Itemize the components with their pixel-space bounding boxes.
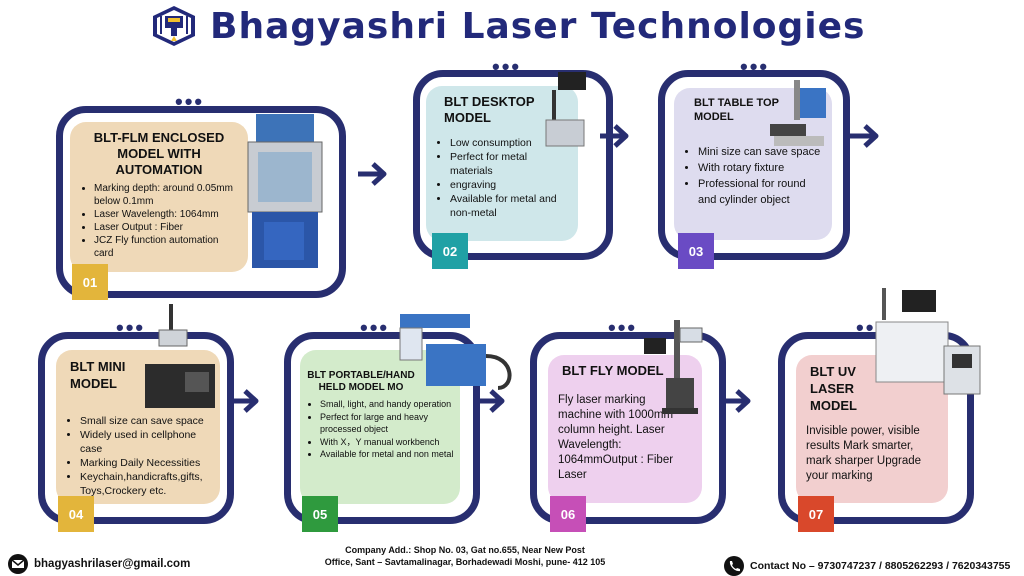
footer-address: Company Add.: Shop No. 03, Gat no.655, N…: [300, 544, 630, 568]
feature-item: With X，Y manual workbench: [320, 436, 454, 449]
product-title: BLT DESKTOP MODEL: [444, 94, 535, 125]
product-title: BLT-FLM ENCLOSED MODEL WITH AUTOMATION: [93, 130, 225, 177]
fly-machine-image: [644, 320, 703, 414]
feature-item: Perfect for large and heavy processed ob…: [320, 411, 454, 436]
product-title: BLT UV LASER MODEL: [810, 364, 857, 413]
feature-item: engraving: [450, 178, 568, 192]
desktop-machine-image: [545, 72, 586, 147]
handheld-machine-image: [399, 314, 512, 390]
feature-item: Low consumption: [450, 136, 568, 150]
dots-decoration: •••: [360, 315, 390, 340]
number-badge: 02: [432, 233, 468, 269]
email-link[interactable]: bhagyashrilaser@gmail.com: [34, 558, 191, 570]
feature-item: Available for metal and non metal: [320, 448, 454, 461]
feature-item: Keychain,handicrafts,gifts, Toys,Crocker…: [80, 470, 210, 498]
number-badge: 03: [678, 233, 714, 269]
feature-item: [94, 260, 238, 273]
header: Bhagyashri Laser Technologies: [150, 2, 865, 50]
product-panel: BLT FLY MODEL Fly laser marking machine …: [548, 355, 702, 503]
mail-icon: [8, 554, 28, 574]
laser-head-logo-icon: [153, 6, 195, 46]
arrow-right-icon: [850, 124, 879, 148]
card-frame: [56, 106, 346, 298]
arrow-right-icon: [600, 124, 629, 148]
dots-decoration: •••: [740, 54, 770, 79]
feature-item: Marking Daily Necessities: [80, 456, 210, 470]
number-badge: 01: [72, 264, 108, 300]
feature-item: Laser Wavelength: 1064mm: [94, 208, 238, 221]
number-badge: 07: [798, 496, 834, 532]
product-description: Fly laser marking machine with 1000mm co…: [558, 394, 674, 481]
number-badge: 05: [302, 496, 338, 532]
tabletop-machine-image: [770, 80, 826, 146]
footer-email: bhagyashrilaser@gmail.com: [8, 554, 190, 574]
feature-item: Available for metal and non-metal: [450, 192, 568, 220]
feature-item: With rotary fixture: [698, 160, 822, 176]
card-frame: [658, 70, 850, 260]
feature-item: Marking depth: around 0.05mm below 0.1mm: [94, 182, 238, 208]
arrow-right-icon: [230, 389, 259, 413]
card-frame: [413, 70, 613, 260]
feature-item: Mini size can save space: [698, 144, 822, 160]
card-frame: [284, 332, 480, 524]
dots-decoration: •••: [175, 89, 205, 114]
product-description: Invisible power, visible results Mark sm…: [806, 425, 922, 482]
product-panel: BLT-FLM ENCLOSED MODEL WITH AUTOMATION M…: [70, 122, 248, 272]
arrow-right-icon: [358, 162, 387, 186]
mini-machine-image: [145, 304, 215, 408]
product-title: BLT PORTABLE/HAND HELD MODEL MO: [307, 370, 415, 393]
contact-numbers[interactable]: Contact No – 9730747237 / 8805262293 / 7…: [750, 560, 1011, 572]
feature-item: JCZ Fly function automation card: [94, 234, 238, 260]
feature-item: Professional for round and cylinder obje…: [698, 176, 822, 208]
uv-machine-image: [875, 288, 981, 395]
enclosed-machine-image: [247, 114, 323, 268]
number-badge: 06: [550, 496, 586, 532]
dots-decoration: •••: [608, 315, 638, 340]
arrow-right-icon: [722, 389, 751, 413]
footer-contact: Contact No – 9730747237 / 8805262293 / 7…: [724, 556, 1010, 576]
feature-item: Small, light, and handy operation: [320, 398, 454, 411]
product-title: BLT FLY MODEL: [562, 363, 664, 378]
card-frame: [530, 332, 726, 524]
address-line: Company Add.: Shop No. 03, Gat no.655, N…: [345, 545, 585, 555]
phone-icon: [724, 556, 744, 576]
arrow-right-icon: [476, 389, 505, 413]
product-title: BLT MINI MODEL: [70, 359, 126, 391]
product-title: BLT TABLE TOP MODEL: [694, 97, 779, 123]
number-badge: 04: [58, 496, 94, 532]
feature-item: Widely used in cellphone case: [80, 428, 210, 456]
page-title: Bhagyashri Laser Technologies: [210, 5, 866, 47]
card-frame: [38, 332, 234, 524]
feature-item: Laser Output : Fiber: [94, 221, 238, 234]
feature-item: Perfect for metal materials: [450, 150, 568, 178]
feature-item: Small size can save space: [80, 414, 210, 428]
dots-decoration: •••: [492, 54, 522, 79]
address-line: Office, Sant – Savtamalinagar, Borhadewa…: [324, 557, 606, 567]
